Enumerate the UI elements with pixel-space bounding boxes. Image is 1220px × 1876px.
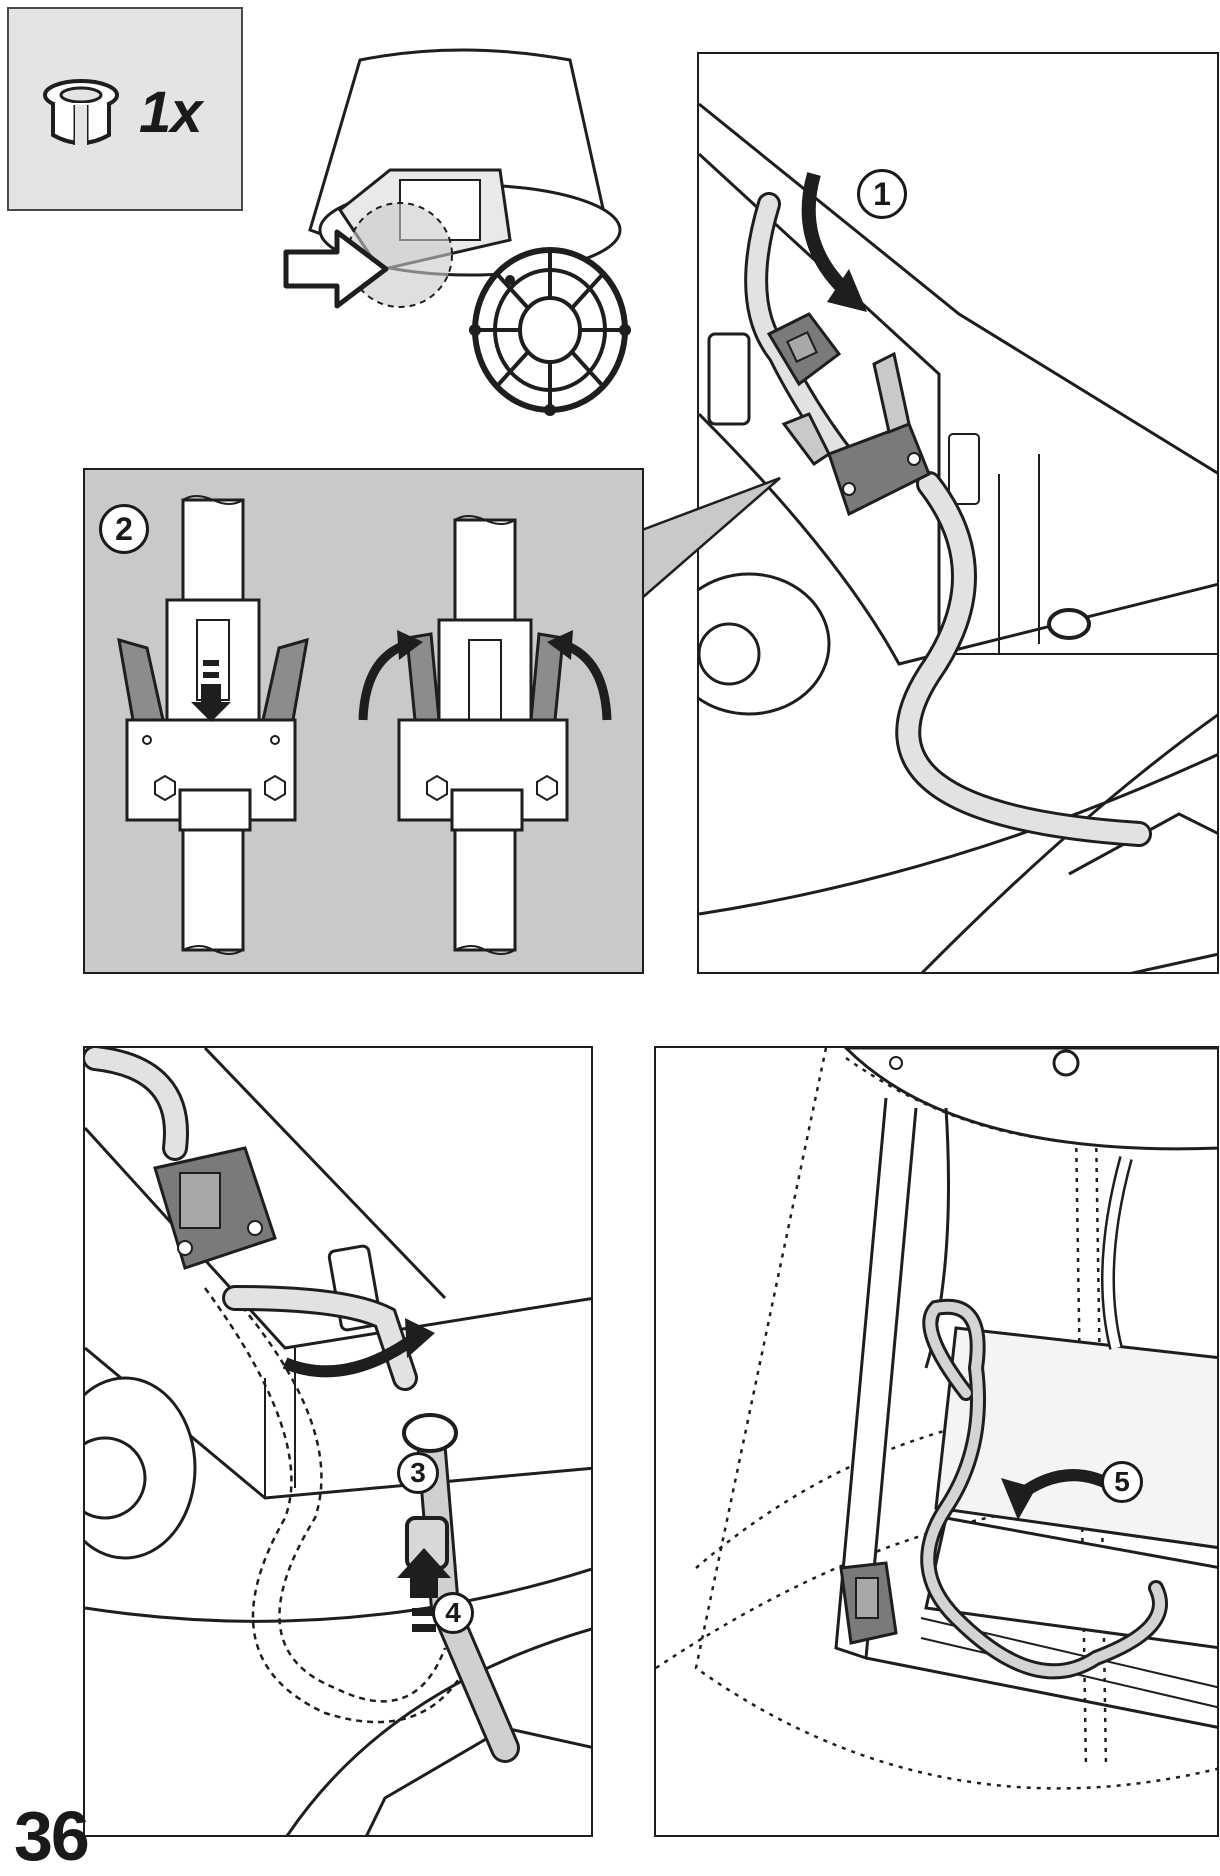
step-4-badge: 4 xyxy=(432,1592,474,1634)
panel-step-3-4 xyxy=(83,1046,593,1837)
panel-step-1 xyxy=(697,52,1219,974)
grommet-icon xyxy=(43,79,119,145)
outline-arrow-icon xyxy=(283,229,389,309)
step-2-badge: 2 xyxy=(99,504,149,554)
step-3-badge: 3 xyxy=(397,1452,439,1494)
panel-step-2 xyxy=(83,468,644,974)
page-number: 36 xyxy=(14,1797,90,1875)
panel-step-5 xyxy=(654,1046,1219,1837)
step-5-badge: 5 xyxy=(1101,1461,1143,1503)
step-1-badge: 1 xyxy=(857,169,907,219)
callout-pointer xyxy=(640,476,781,601)
parts-box: 1x xyxy=(7,7,243,211)
quantity-label: 1x xyxy=(139,80,203,145)
